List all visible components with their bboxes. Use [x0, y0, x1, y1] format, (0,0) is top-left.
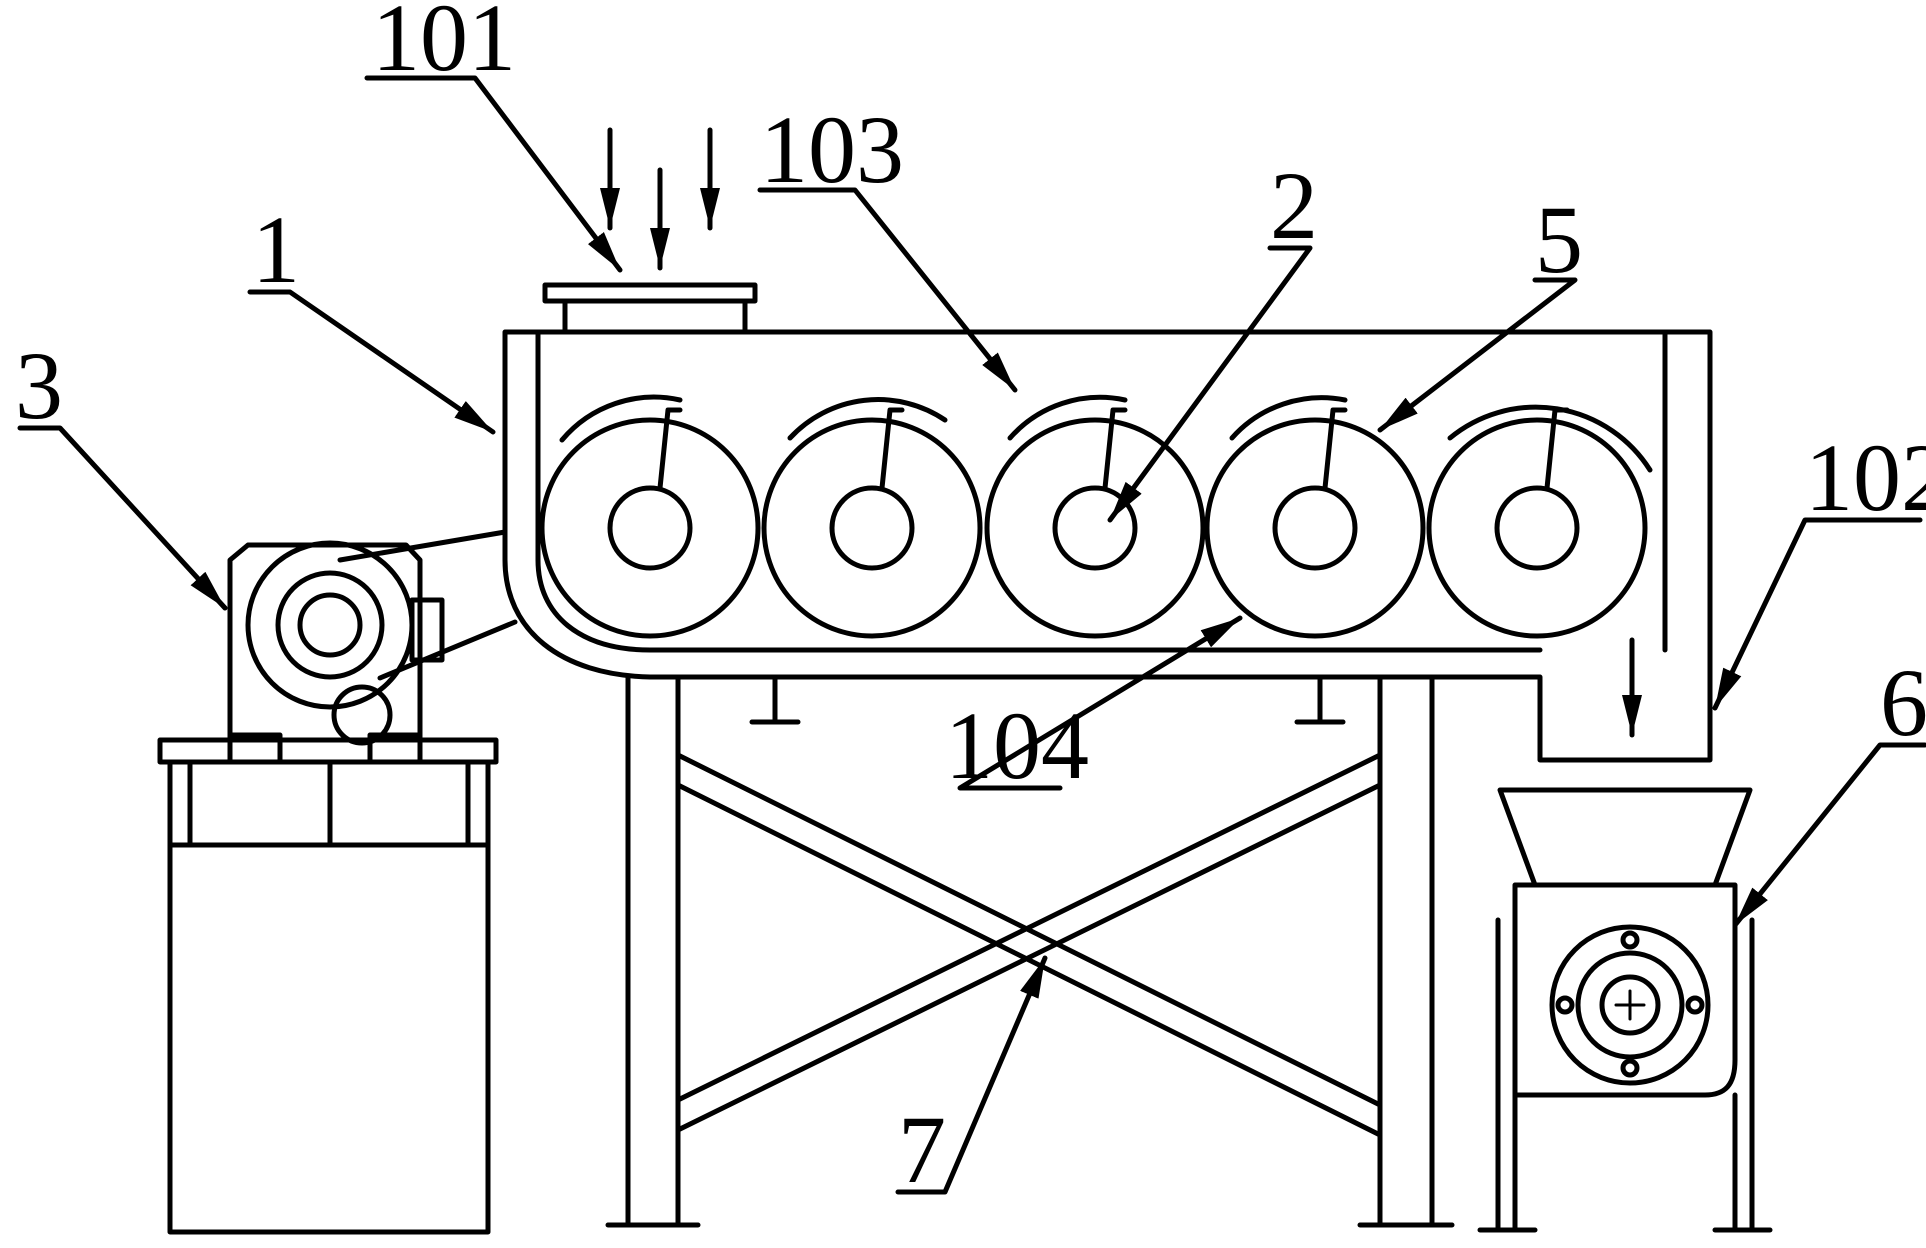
leader-5: [1377, 277, 1578, 433]
motor-wheel: [245, 540, 415, 710]
leader-6: [1732, 742, 1926, 928]
leader-7: [895, 955, 1048, 1195]
leader-103: [757, 187, 1018, 393]
label-104: 104: [945, 692, 1089, 799]
leader-101: [364, 75, 623, 273]
label-1: 1: [252, 196, 300, 303]
housing-outline: [502, 329, 1713, 763]
roller-1: [539, 394, 761, 639]
label-102: 102: [1805, 424, 1926, 531]
roller-2: [761, 397, 983, 639]
label-101: 101: [372, 0, 516, 91]
hopper: [1497, 787, 1753, 888]
discharge-unit: [1477, 787, 1773, 1233]
drive-motor: [157, 529, 518, 1235]
label-2: 2: [1270, 152, 1318, 259]
leader-1: [247, 289, 496, 435]
leader-102: [1712, 517, 1923, 711]
roller-row: [539, 394, 1653, 639]
grinder-wheel: [1549, 924, 1711, 1086]
label-3: 3: [15, 332, 63, 439]
leader-104: [957, 615, 1243, 791]
leader-lines: [17, 75, 1926, 1195]
label-5: 5: [1535, 186, 1583, 293]
label-7: 7: [898, 1096, 946, 1203]
label-6: 6: [1880, 649, 1926, 756]
roller-4: [1204, 395, 1426, 639]
reference-labels: 101 103 1 3 2 5 102 104 6 7: [15, 0, 1926, 1203]
leader-3: [17, 425, 228, 611]
feed-inlet: [542, 127, 758, 335]
main-housing: [502, 127, 1713, 763]
label-103: 103: [760, 96, 904, 203]
grinder-body: [1512, 882, 1738, 1098]
roller-3: [984, 394, 1206, 639]
leader-2: [1107, 245, 1313, 523]
roller-5: [1426, 404, 1653, 639]
